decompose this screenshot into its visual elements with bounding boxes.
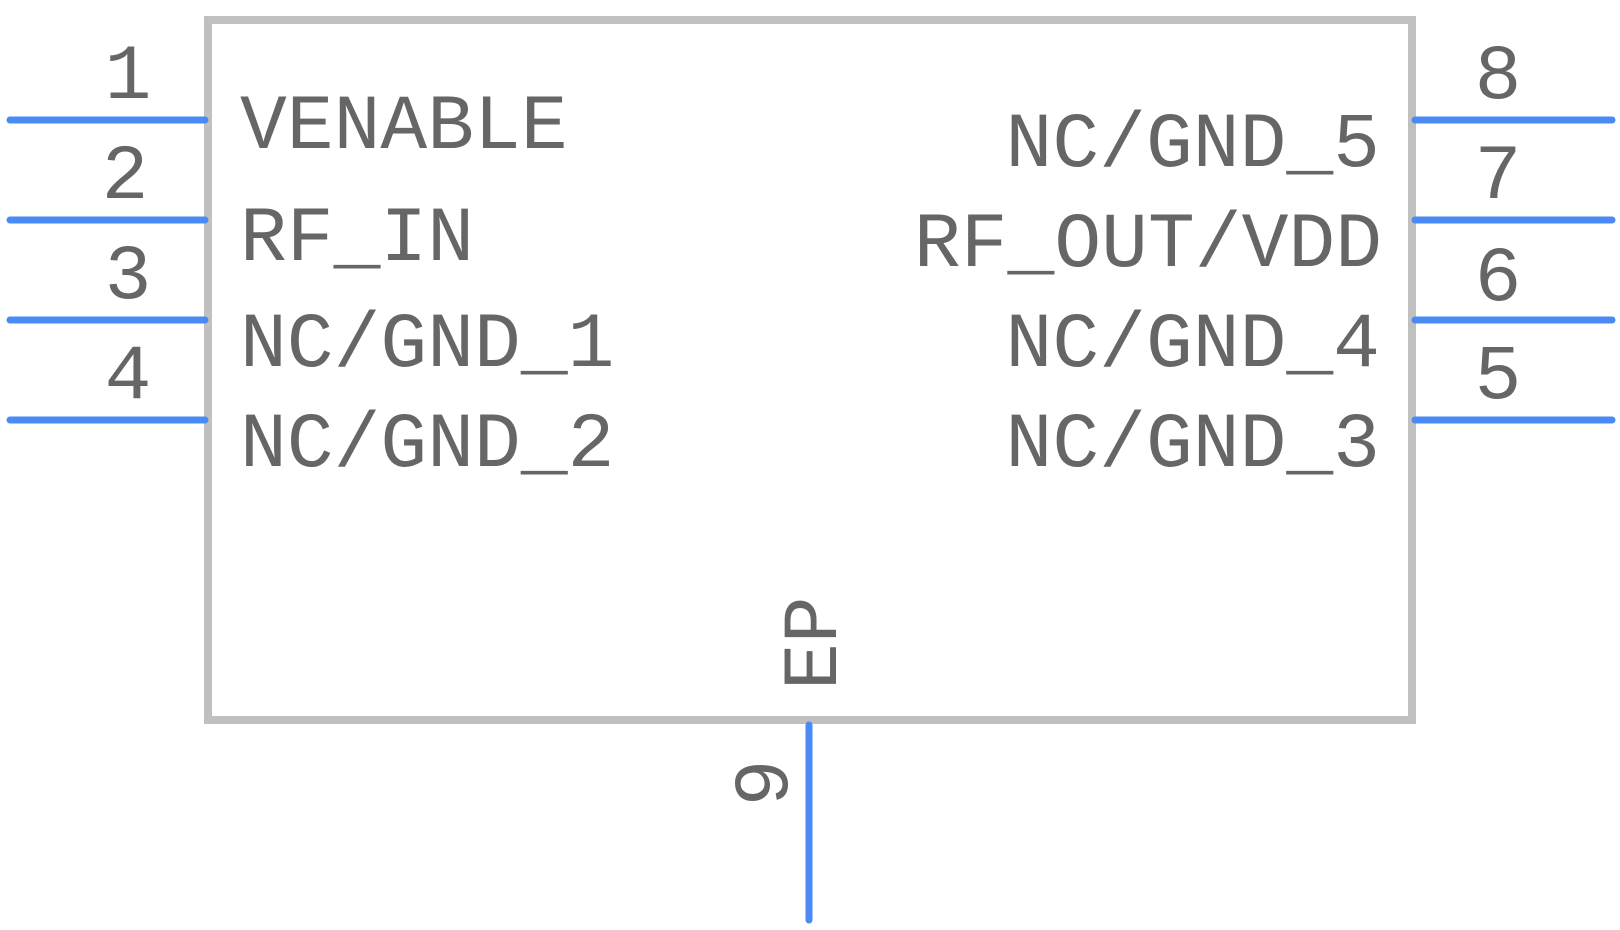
component-body <box>204 16 1416 724</box>
pin-2-name: RF_IN <box>240 196 474 284</box>
pin-5-name: NC/GND_3 <box>1006 402 1380 490</box>
pin-3-number: 3 <box>105 234 152 322</box>
pin-7-name: RF_OUT/VDD <box>914 202 1382 290</box>
pin-6-number: 6 <box>1475 236 1522 324</box>
pin-7-number: 7 <box>1475 134 1522 222</box>
pin-9-number: 9 <box>723 760 811 807</box>
pin-6-name: NC/GND_4 <box>1006 302 1380 390</box>
pin-8-number: 8 <box>1475 34 1522 122</box>
pin-8-name: NC/GND_5 <box>1006 102 1380 190</box>
pin-2-number: 2 <box>102 134 149 222</box>
pin-1-number: 1 <box>105 34 152 122</box>
pin-9-name: EP <box>772 596 860 690</box>
pin-3-name: NC/GND_1 <box>240 302 614 390</box>
pin-1-name: VENABLE <box>240 84 568 172</box>
pin-5-number: 5 <box>1475 334 1522 422</box>
pin-4-name: NC/GND_2 <box>240 402 614 490</box>
pin-4-number: 4 <box>105 334 152 422</box>
